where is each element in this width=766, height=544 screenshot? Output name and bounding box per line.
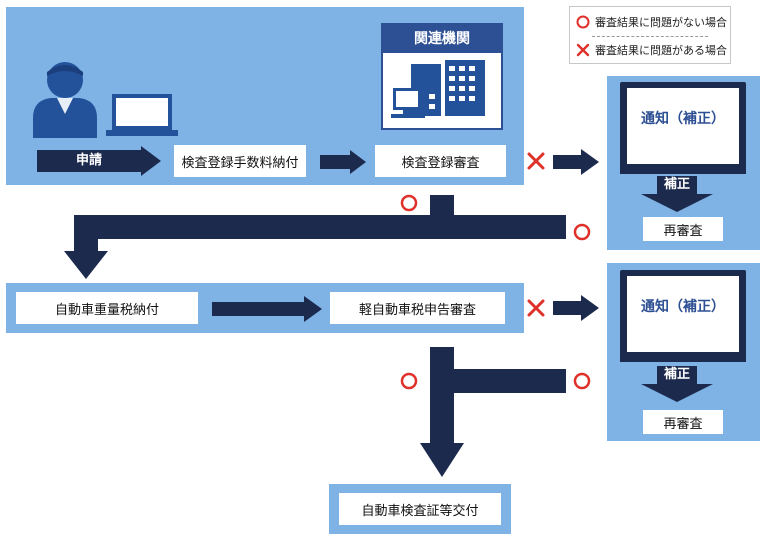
legend: 審査結果に問題がない場合 審査結果に問題がある場合 [569,6,731,64]
legend-divider [592,36,708,37]
building-icon [391,60,485,118]
legend-ok-label: 審査結果に問題がない場合 [595,16,727,29]
light-tax-review-label: 軽自動車税申告審査 [358,302,476,318]
monitor-icon [620,270,746,362]
tax-to-review-arrow [212,296,322,322]
ok-mark-icon [576,15,590,29]
ok-mark-icon [573,223,591,241]
correction-notice-1: 通知（補正） [641,111,725,127]
apply-arrow [37,146,161,176]
light-tax-review-step: 軽自動車税申告審査 [330,292,505,324]
weight-tax-label: 自動車重量税納付 [54,302,159,318]
legend-ng-label: 審査結果に問題がある場合 [595,44,727,57]
fix-down-arrow-1 [641,176,713,212]
laptop-icon [106,94,178,136]
rereview-label-1: 再審査 [663,223,703,239]
legend-ok-row: 審査結果に問題がない場合 [576,14,727,30]
inspection-review-label: 検査登録審査 [401,155,480,171]
fix-label-2: 補正 [663,367,690,382]
ok-mark-icon [400,372,418,390]
fee-payment-label: 検査登録手数料納付 [181,155,299,171]
flow-connector-1 [64,195,566,279]
legend-ng-row: 審査結果に問題がある場合 [576,42,727,58]
fee-to-review-arrow [320,150,366,174]
rereview-step-2: 再審査 [643,410,723,434]
issue-label: 自動車検査証等交付 [361,503,479,519]
issue-step: 自動車検査証等交付 [339,493,501,525]
ok-mark-icon [573,372,591,390]
weight-tax-step: 自動車重量税納付 [16,292,198,324]
inspection-review-step: 検査登録審査 [375,145,506,177]
rereview-label-2: 再審査 [663,416,703,432]
rereview-step-1: 再審査 [643,217,723,241]
fix-down-arrow-2 [641,366,713,402]
ng-mark-icon [527,299,545,317]
ng-mark-icon [527,152,545,170]
agency-title: 関連機関 [414,31,470,47]
tax-review-to-correction-arrow [553,295,599,321]
agency-header: 関連機関 [381,23,503,53]
correction-notice-2: 通知（補正） [641,299,725,315]
fee-payment-step: 検査登録手数料納付 [174,145,306,177]
flow-connector-2 [420,347,566,477]
apply-label: 申請 [75,153,102,168]
ng-mark-icon [576,43,590,57]
ok-mark-icon [400,194,418,212]
review-to-correction-arrow [553,149,599,175]
fix-label-1: 補正 [663,177,690,192]
person-icon [33,62,97,138]
monitor-icon [620,82,746,174]
